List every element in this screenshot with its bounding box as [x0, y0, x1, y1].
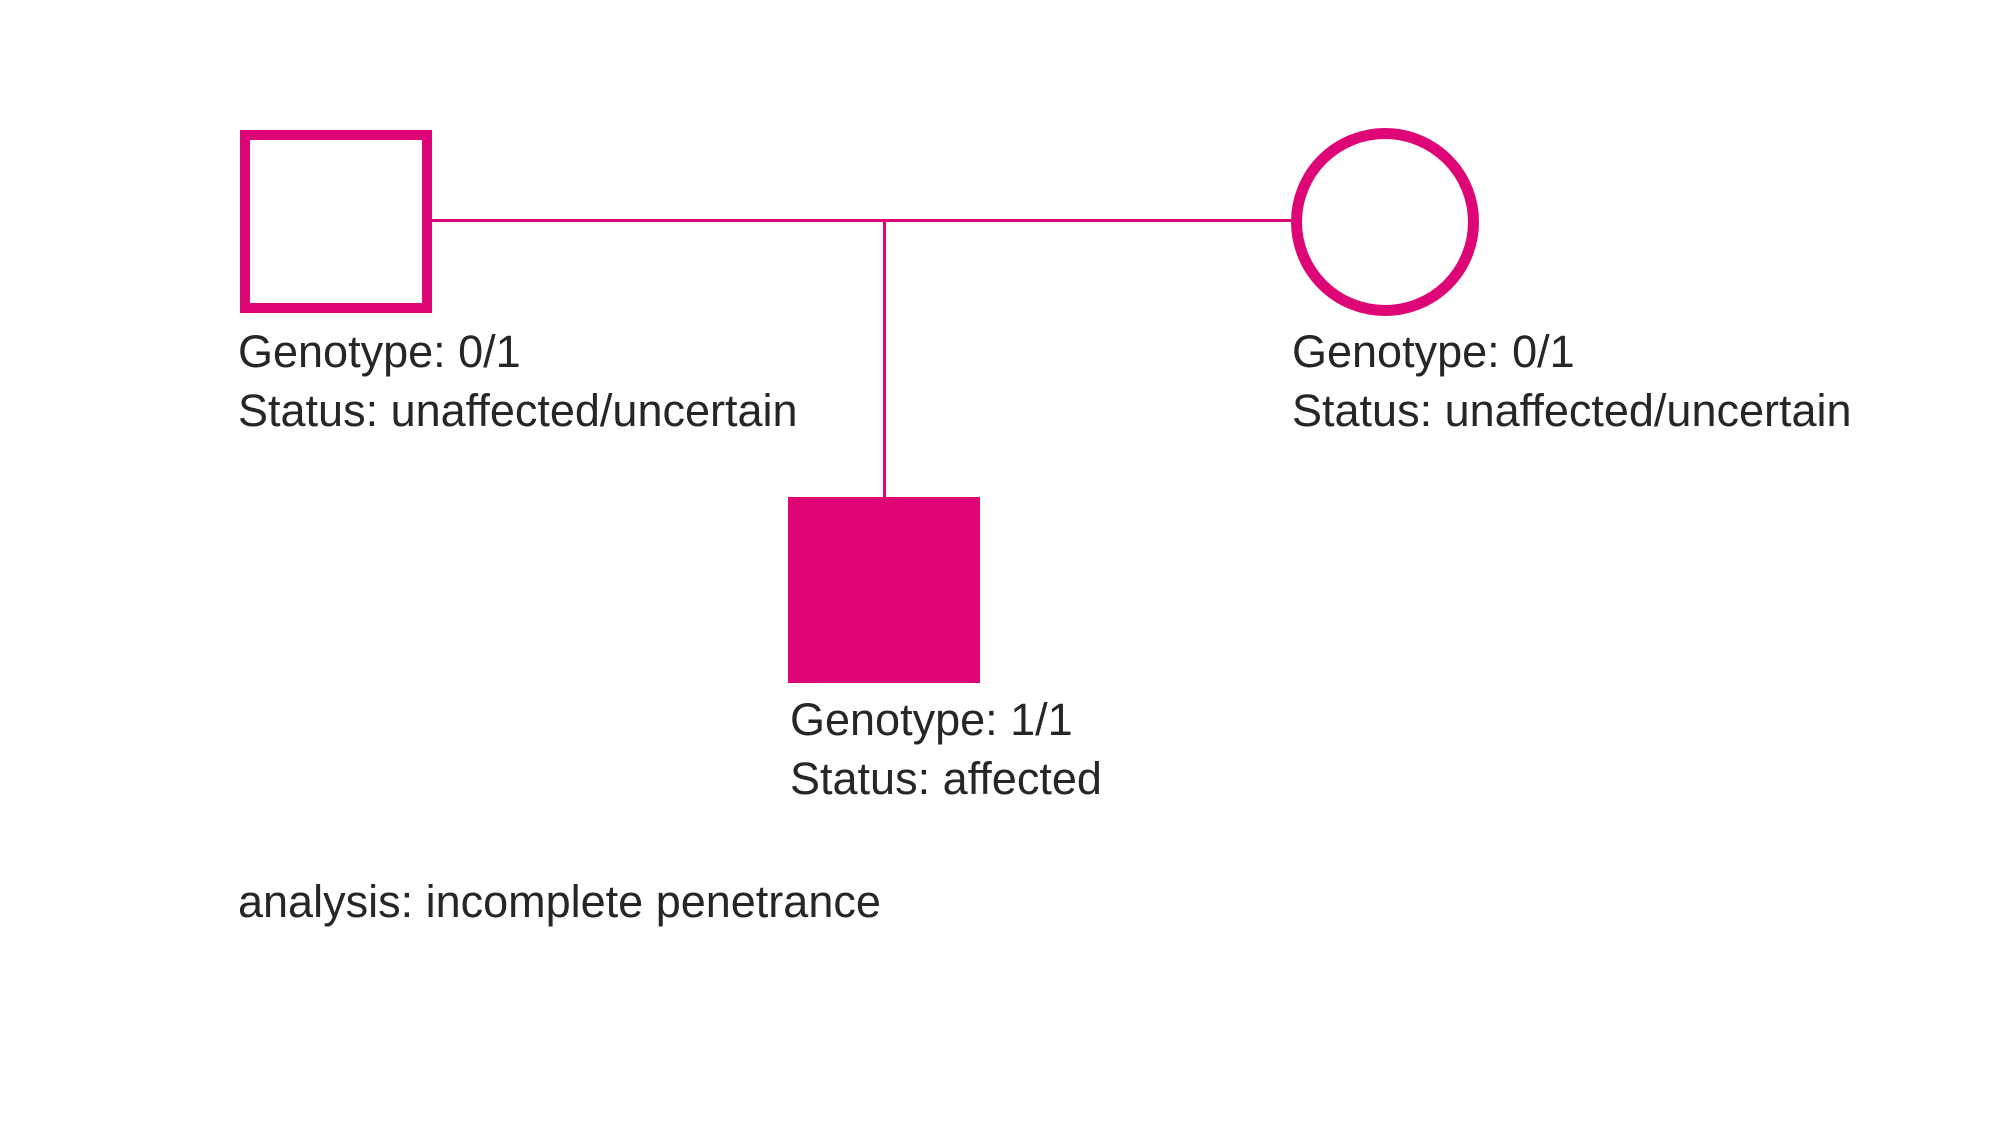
father-label: Genotype: 0/1 Status: unaffected/uncerta…: [238, 322, 798, 440]
father-genotype-text: Genotype: 0/1: [238, 326, 521, 377]
partnership-line: [432, 219, 1292, 222]
mother-status-text: Status: unaffected/uncertain: [1292, 385, 1852, 436]
analysis-note: analysis: incomplete penetrance: [238, 876, 881, 927]
mother-female-circle-icon: [1291, 128, 1479, 316]
child-male-filled-square-icon: [788, 497, 980, 683]
father-status-text: Status: unaffected/uncertain: [238, 385, 798, 436]
father-male-square-icon: [240, 130, 432, 313]
offspring-line: [883, 219, 886, 497]
mother-label: Genotype: 0/1 Status: unaffected/uncerta…: [1292, 322, 1852, 440]
child-genotype-text: Genotype: 1/1: [790, 694, 1073, 745]
child-status-text: Status: affected: [790, 753, 1102, 804]
child-label: Genotype: 1/1 Status: affected: [790, 690, 1102, 808]
mother-genotype-text: Genotype: 0/1: [1292, 326, 1575, 377]
